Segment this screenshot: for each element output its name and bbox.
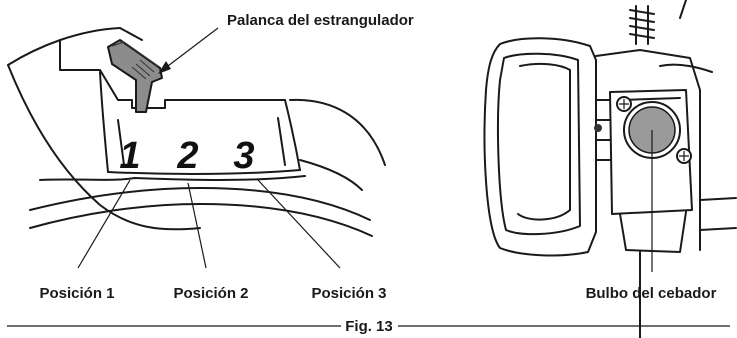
position-1-leader <box>77 179 131 269</box>
primer-bulb-label: Bulbo del cebador <box>586 285 717 302</box>
position-numerals: 1 2 3 <box>119 135 254 177</box>
choke-lever-illustration <box>7 27 386 237</box>
position-number-2: 2 <box>176 135 198 177</box>
position-3-label: Posición 3 <box>311 285 386 302</box>
choke-lever <box>107 39 163 113</box>
figure-caption: Fig. 13 <box>345 318 393 335</box>
position-number-1: 1 <box>119 135 140 177</box>
choke-lever-leader <box>159 27 219 73</box>
choke-lever-label: Palanca del estrangulador <box>227 12 414 29</box>
position-2-label: Posición 2 <box>173 285 248 302</box>
position-2-leader <box>187 182 207 269</box>
choke-lever-arrowhead <box>158 61 171 74</box>
position-3-leader <box>257 179 341 269</box>
position-1-label: Posición 1 <box>39 285 114 302</box>
position-number-3: 3 <box>233 135 254 177</box>
carburetor-illustration <box>483 0 737 338</box>
